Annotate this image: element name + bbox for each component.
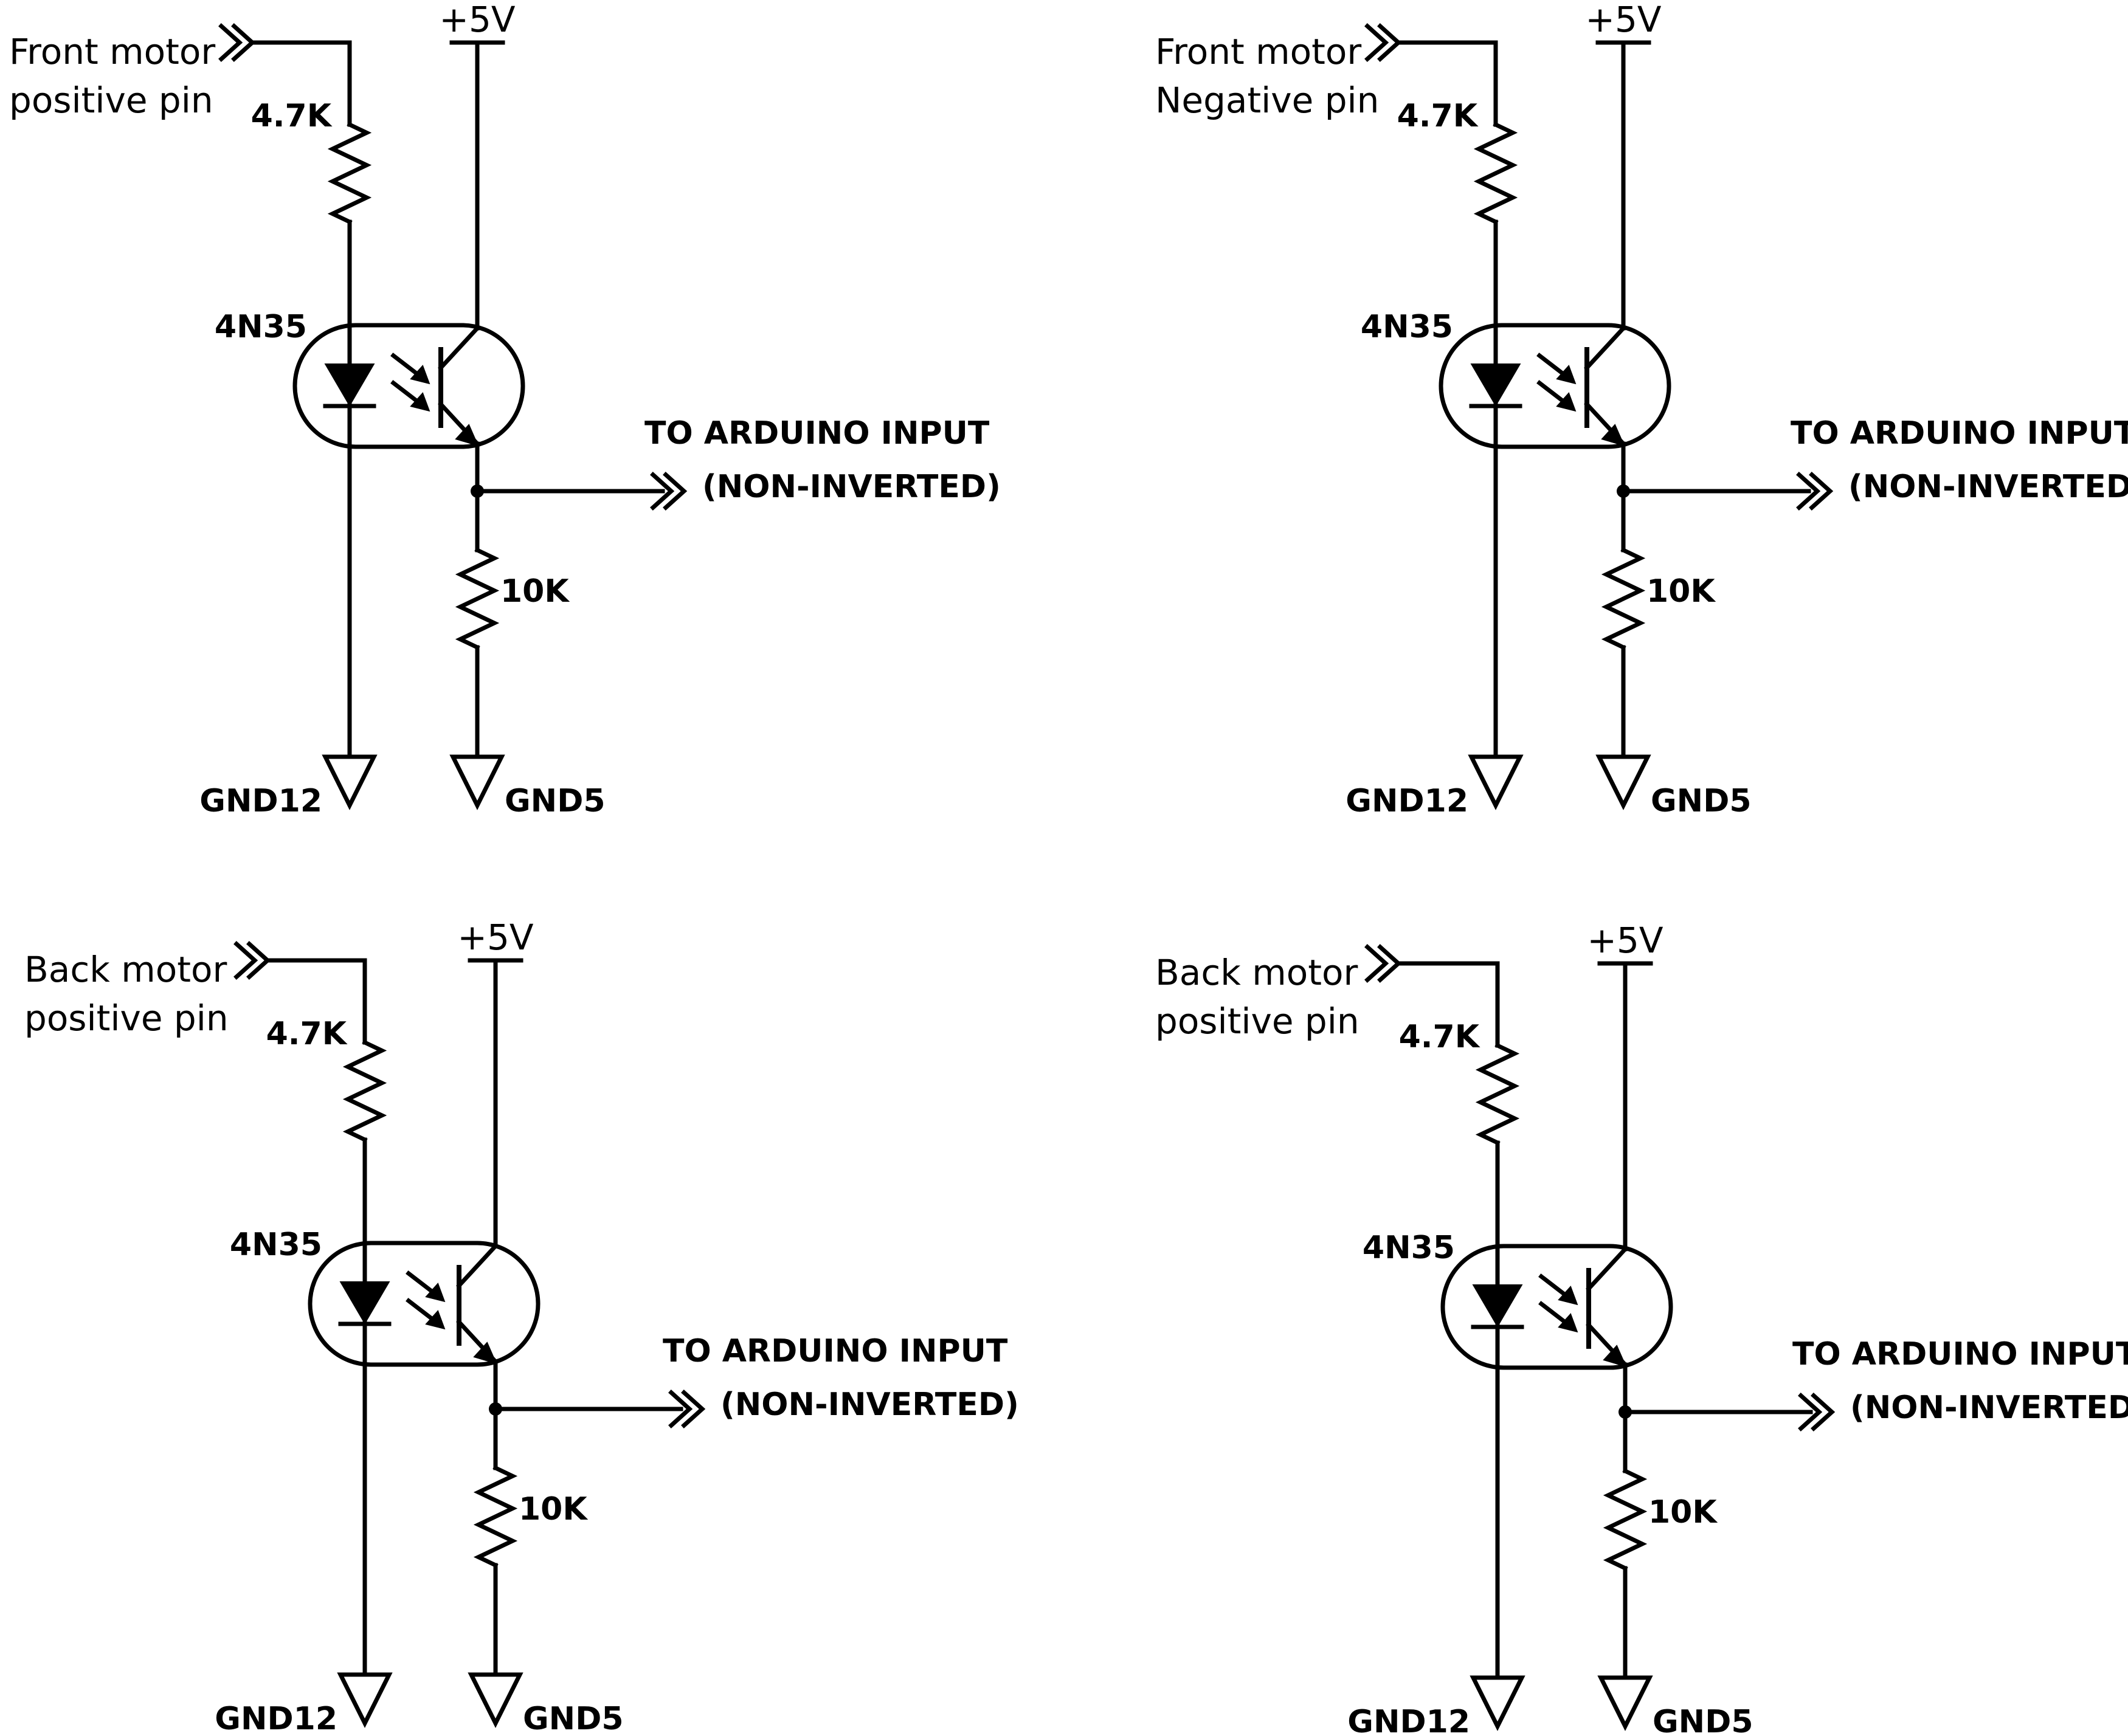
optocoupler-circuit-1: Front motor positive pin +5V 4.7K 4N35 TO ARD… [9, 0, 1001, 819]
ground-left-label: GND12 [215, 1701, 337, 1736]
input-label-line1: Back motor [1155, 952, 1358, 993]
input-resistor [327, 122, 372, 225]
output-label-line1: TO ARDUINO INPUT [644, 415, 990, 452]
emitter-arrow-icon [455, 424, 479, 447]
led-diode-icon [339, 1281, 390, 1324]
pulldown-resistor-label: 10K [519, 1491, 588, 1528]
output-label-line2: (NON-INVERTED) [720, 1386, 1019, 1423]
output-label-line2: (NON-INVERTED) [1850, 1390, 2128, 1426]
input-connector-icon [233, 941, 271, 980]
input-label-line2: positive pin [9, 80, 213, 121]
light-arrow-head [410, 392, 430, 412]
input-resistor-label: 4.7K [1399, 1019, 1480, 1055]
pulldown-resistor-label: 10K [1648, 1494, 1718, 1531]
ground-right-label: GND5 [1651, 783, 1752, 819]
optocoupler-label: 4N35 [230, 1227, 322, 1263]
input-label-line2: positive pin [24, 997, 229, 1039]
emitter-arrow-icon [1601, 424, 1625, 447]
output-label-line1: TO ARDUINO INPUT [663, 1333, 1008, 1369]
optocoupler-package [1440, 1244, 1673, 1370]
light-arrow-head [425, 1310, 446, 1330]
input-label-line1: Front motor [9, 31, 215, 72]
input-wire [265, 958, 367, 1045]
light-arrow-head [425, 1283, 446, 1303]
output-connector-icon [1798, 1393, 1836, 1431]
emitter-arrow-icon [1603, 1345, 1627, 1368]
input-resistor-label: 4.7K [251, 98, 333, 134]
ground-left-label: GND12 [199, 783, 322, 819]
ground-gnd12-icon [322, 754, 378, 810]
pulldown-resistor-label: 10K [1646, 573, 1716, 610]
optocoupler-label: 4N35 [215, 309, 307, 345]
ground-gnd5-icon [468, 1672, 523, 1728]
phototransistor-collector [1584, 325, 1626, 371]
phototransistor-collector [438, 325, 480, 371]
input-wire [1396, 40, 1498, 127]
ground-gnd5-icon [1597, 1675, 1653, 1731]
input-label-line2: Negative pin [1155, 80, 1379, 121]
optocoupler-label: 4N35 [1361, 309, 1453, 345]
optocoupler-label: 4N35 [1363, 1230, 1455, 1266]
light-arrow-head [410, 365, 430, 385]
ground-gnd12-icon [1468, 754, 1524, 810]
ground-gnd5-icon [1595, 754, 1651, 810]
ground-gnd5-icon [449, 754, 505, 810]
pulldown-resistor [473, 1465, 518, 1568]
input-resistor [342, 1039, 387, 1143]
pulldown-resistor [1603, 1468, 1648, 1571]
light-arrow-head [1558, 1313, 1578, 1333]
optocoupler-package [308, 1241, 541, 1367]
ground-right-label: GND5 [523, 1701, 624, 1736]
light-arrow-head [1558, 1286, 1578, 1306]
optocoupler-package [1439, 323, 1671, 449]
input-wire [250, 40, 352, 127]
phototransistor-collector [1586, 1246, 1628, 1292]
output-connector-icon [1796, 472, 1834, 511]
optocoupler-circuit-4: Back motor positive pin +5V 4.7K 4N35 TO ARDU… [1155, 920, 2128, 1736]
pulldown-resistor [1601, 547, 1646, 650]
input-label-line1: Back motor [24, 949, 227, 990]
ground-right-label: GND5 [1653, 1704, 1753, 1736]
input-connector-icon [1364, 23, 1402, 62]
led-diode-icon [1472, 1284, 1523, 1328]
input-connector-icon [1364, 944, 1402, 983]
output-label-line1: TO ARDUINO INPUT [1792, 1336, 2128, 1373]
supply-label: +5V [1587, 920, 1663, 961]
led-diode-icon [1470, 363, 1521, 407]
phototransistor-collector [456, 1243, 499, 1289]
ground-right-label: GND5 [505, 783, 606, 819]
pulldown-resistor [455, 547, 500, 650]
output-connector-icon [668, 1390, 706, 1428]
led-diode-icon [324, 363, 375, 407]
emitter-arrow-icon [473, 1342, 497, 1365]
input-connector-icon [218, 23, 256, 62]
light-arrow-head [1556, 365, 1577, 385]
ground-gnd12-icon [1470, 1675, 1525, 1731]
light-arrow-head [1556, 392, 1577, 412]
optocoupler-circuit-3: Back motor positive pin +5V 4.7K 4N35 TO ARDU… [24, 917, 1019, 1736]
output-connector-icon [650, 472, 688, 511]
optocoupler-package [292, 323, 525, 449]
input-label-line2: positive pin [1155, 1001, 1359, 1042]
input-resistor-label: 4.7K [266, 1016, 348, 1052]
input-label-line1: Front motor [1155, 31, 1361, 72]
supply-label: +5V [1585, 0, 1661, 40]
ground-gnd12-icon [337, 1672, 393, 1728]
ground-left-label: GND12 [1346, 783, 1468, 819]
output-label-line1: TO ARDUINO INPUT [1791, 415, 2128, 452]
output-label-line2: (NON-INVERTED) [702, 469, 1001, 505]
ground-left-label: GND12 [1347, 1704, 1470, 1736]
input-resistor [1475, 1042, 1520, 1146]
output-label-line2: (NON-INVERTED) [1848, 469, 2128, 505]
input-resistor-label: 4.7K [1397, 98, 1479, 134]
supply-label: +5V [457, 917, 533, 958]
input-resistor [1473, 122, 1518, 225]
pulldown-resistor-label: 10K [500, 573, 570, 610]
input-wire [1396, 961, 1500, 1048]
supply-label: +5V [439, 0, 515, 40]
